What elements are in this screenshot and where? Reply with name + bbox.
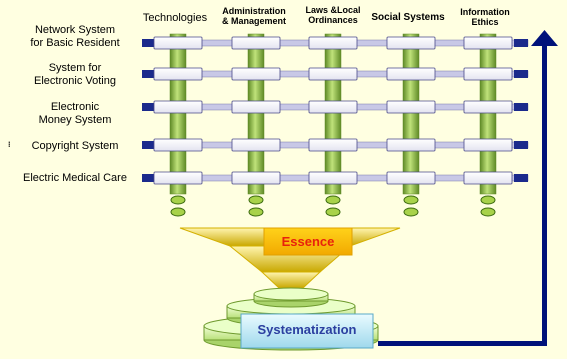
row-bar-segment (308, 67, 358, 81)
column-label-administration: Administration & Management (214, 6, 294, 26)
row-bar-segment (463, 171, 513, 185)
row-label-line: Electronic Voting (34, 75, 116, 87)
column-label-social-systems: Social Systems (366, 13, 450, 23)
row-bar-segment (386, 67, 436, 81)
row-bar-segment (231, 138, 281, 152)
row-label-line: Electronic (50, 101, 100, 113)
row-bar-segment (386, 36, 436, 50)
row-bar-segment (153, 171, 203, 185)
bullet-marker: ⁝ (8, 140, 11, 149)
column-continuation-dot (170, 207, 186, 217)
row-end-cap (514, 70, 528, 78)
column-continuation-dot (325, 207, 341, 217)
row-label-electronic-money: Electronic Money System (0, 101, 150, 127)
row-bar-segment (463, 36, 513, 50)
row-label-line: Network System (34, 24, 116, 36)
row-bar-segment (231, 100, 281, 114)
row-bar-segment (308, 138, 358, 152)
row-bar-segment (308, 171, 358, 185)
row-bar-segment (463, 67, 513, 81)
column-continuation-dot (403, 195, 419, 205)
column-label-technologies: Technologies (138, 12, 212, 24)
column-continuation-dot (170, 195, 186, 205)
systematization-box (240, 313, 374, 349)
row-end-cap (514, 141, 528, 149)
row-bar-segment (231, 171, 281, 185)
funnel (179, 227, 401, 289)
row-bar-segment (386, 138, 436, 152)
column-label-information-ethics: Information Ethics (452, 7, 518, 27)
row-bar-segment (308, 36, 358, 50)
row-bar-segment (153, 36, 203, 50)
column-label-laws: Laws &Local Ordinances (300, 5, 366, 25)
column-pillar (324, 33, 342, 195)
feedback-arrow (378, 30, 558, 346)
row-bar-segment (463, 138, 513, 152)
row-label-line: System for (48, 62, 102, 74)
column-continuation-dot (480, 207, 496, 217)
row-label-medical-care: Electric Medical Care (0, 172, 150, 185)
row-bar-segment (153, 67, 203, 81)
column-label-line: Information (460, 7, 510, 17)
column-label-line: Administration (222, 6, 286, 16)
row-end-cap (142, 70, 154, 78)
column-label-line: Technologies (142, 12, 208, 24)
row-label-electronic-voting: System for Electronic Voting (0, 62, 150, 88)
row-bar-segment (463, 100, 513, 114)
column-label-line: Ordinances (308, 15, 358, 25)
column-pillar (169, 33, 187, 195)
row-bar-segment (153, 138, 203, 152)
column-label-line: Laws &Local (305, 5, 361, 15)
row-label-line: Money System (38, 114, 112, 126)
row-end-cap (514, 103, 528, 111)
column-label-line: Social Systems (371, 12, 445, 23)
row-bar-segment (231, 36, 281, 50)
essence-label: Essence (281, 234, 335, 249)
row-end-cap (514, 39, 528, 47)
column-pillar (479, 33, 497, 195)
row-label-line: for Basic Resident (30, 37, 120, 49)
column-pillar (247, 33, 265, 195)
row-end-cap (142, 103, 154, 111)
column-continuation-dot (248, 195, 264, 205)
column-continuation-dot (480, 195, 496, 205)
row-bar-segment (231, 67, 281, 81)
column-label-line: Ethics (471, 17, 499, 27)
row-end-cap (142, 174, 154, 182)
row-label-basic-resident: Network System for Basic Resident (0, 24, 150, 50)
systematization-stack (203, 287, 379, 351)
row-end-cap (514, 174, 528, 182)
column-continuation-dot (403, 207, 419, 217)
essence-box (263, 227, 353, 256)
column-continuation-dot (248, 207, 264, 217)
row-bar-segment (386, 100, 436, 114)
row-end-cap (142, 141, 154, 149)
row-bar-segment (386, 171, 436, 185)
row-bar-segment (153, 100, 203, 114)
row-label-copyright: Copyright System (0, 140, 150, 153)
column-label-line: & Management (221, 16, 286, 26)
systematization-label: Systematization (257, 322, 357, 337)
row-end-cap (142, 39, 154, 47)
row-bar-segment (308, 100, 358, 114)
row-label-line: Electric Medical Care (23, 172, 127, 184)
column-continuation-dot (325, 195, 341, 205)
column-pillar (402, 33, 420, 195)
row-label-line: Copyright System (31, 140, 119, 152)
